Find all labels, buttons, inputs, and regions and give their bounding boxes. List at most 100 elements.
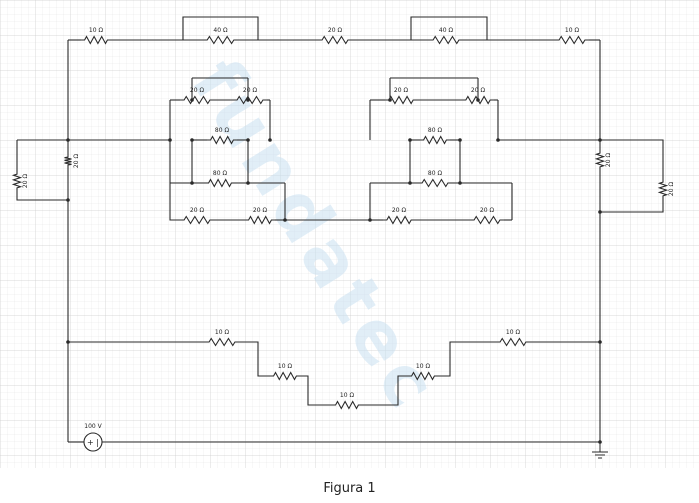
wire — [239, 341, 270, 377]
junction-dot — [598, 210, 602, 214]
junction-dot — [66, 198, 70, 202]
resistor-label: 80 Ω — [428, 127, 443, 134]
resistor-label: 20 Ω — [605, 153, 612, 168]
resistor-label: 80 Ω — [215, 127, 230, 134]
junction-dot — [66, 340, 70, 344]
resistor-zigzag — [594, 151, 606, 169]
resistor-label: 40 Ω — [439, 27, 454, 34]
resistor-label: 20 Ω — [394, 87, 409, 94]
junction-dot — [408, 181, 412, 185]
resistor-zigzag — [429, 35, 463, 45]
junction-dot — [283, 218, 287, 222]
resistor-r-lb-low-20-left: 20 Ω — [180, 207, 214, 225]
resistor-zigzag — [408, 371, 438, 381]
resistor-zigzag — [207, 135, 237, 145]
resistor-r-bot-2: 10 Ω — [270, 363, 300, 381]
junction-dot — [598, 138, 602, 142]
resistor-zigzag — [245, 215, 275, 225]
resistor-zigzag — [64, 155, 72, 167]
resistors: 10 Ω 40 Ω 20 Ω 40 Ω 10 Ω 20 Ω 20 Ω 80 Ω 80 Ω 20 Ω… — [11, 27, 675, 410]
resistor-label: 20 Ω — [243, 87, 258, 94]
junction-dot — [168, 138, 172, 142]
junction-dot — [190, 98, 194, 102]
wire — [182, 16, 259, 40]
resistor-zigzag — [11, 172, 23, 190]
resistor-zigzag — [233, 95, 267, 105]
resistor-r-rb-low-20-left: 20 Ω — [383, 207, 415, 225]
resistor-r-lb-80-a: 80 Ω — [207, 127, 237, 145]
resistor-label: 10 Ω — [89, 27, 104, 34]
resistor-r-right-rail-20: 20 Ω — [594, 151, 612, 169]
junction-dot — [388, 98, 392, 102]
resistor-r-left-rail-20: 20 Ω — [64, 154, 80, 169]
junction-dot — [190, 138, 194, 142]
resistor-zigzag — [383, 215, 415, 225]
resistor-r-lb-up-20-left: 20 Ω — [180, 87, 214, 105]
resistor-label: 20 Ω — [328, 27, 343, 34]
resistor-r-lb-up-20-right: 20 Ω — [233, 87, 267, 105]
wire — [16, 190, 68, 201]
resistor-r-top-mid-20: 20 Ω — [318, 27, 352, 45]
junction-dot — [246, 138, 250, 142]
junction-dot — [496, 138, 500, 142]
resistor-label: 10 Ω — [565, 27, 580, 34]
resistor-label: 40 Ω — [213, 27, 228, 34]
junction-dot — [246, 98, 250, 102]
wire — [438, 341, 496, 377]
resistor-r-rb-80-a: 80 Ω — [420, 127, 450, 145]
resistor-r-top-40-right: 40 Ω — [429, 27, 463, 45]
resistor-r-right-shunt-20: 20 Ω — [657, 180, 675, 198]
wires — [16, 16, 664, 443]
resistor-zigzag — [332, 400, 362, 410]
resistor-r-top-right-10: 10 Ω — [555, 27, 589, 45]
resistor-r-top-left-10: 10 Ω — [81, 27, 111, 45]
resistor-r-lb-low-20-right: 20 Ω — [245, 207, 275, 225]
wire — [362, 375, 408, 406]
junction-dot — [66, 138, 70, 142]
resistor-zigzag — [81, 35, 111, 45]
resistor-r-rb-low-20-right: 20 Ω — [470, 207, 504, 225]
resistor-zigzag — [420, 135, 450, 145]
resistor-label: 20 Ω — [471, 87, 486, 94]
resistor-label: 10 Ω — [215, 329, 230, 336]
junction-dot — [458, 138, 462, 142]
resistor-zigzag — [555, 35, 589, 45]
resistor-r-left-shunt-20: 20 Ω — [11, 172, 29, 190]
resistor-zigzag — [470, 215, 504, 225]
resistor-label: 10 Ω — [340, 392, 355, 399]
resistor-zigzag — [418, 178, 452, 188]
resistor-zigzag — [318, 35, 352, 45]
junction-dot — [268, 138, 272, 142]
junction-dot — [476, 98, 480, 102]
resistor-zigzag — [205, 337, 239, 347]
junction-dot — [246, 181, 250, 185]
junction-dot — [408, 138, 412, 142]
voltage-source-symbol: + | — [87, 438, 99, 447]
resistor-label: 20 Ω — [480, 207, 495, 214]
wire — [600, 139, 664, 180]
resistor-zigzag — [496, 337, 530, 347]
resistor-label: 10 Ω — [416, 363, 431, 370]
figure-caption: Figura 1 — [323, 481, 376, 496]
wire — [410, 16, 488, 40]
junction-dot — [598, 340, 602, 344]
junction-dot — [368, 218, 372, 222]
junction-dot — [190, 181, 194, 185]
resistor-label: 20 Ω — [392, 207, 407, 214]
voltage-source-value: 100 V — [84, 423, 102, 430]
junction-dots — [66, 98, 602, 444]
resistor-r-lb-80-b: 80 Ω — [205, 170, 235, 188]
resistor-r-bot-1: 10 Ω — [205, 329, 239, 347]
wire — [169, 183, 180, 221]
resistor-label: 10 Ω — [506, 329, 521, 336]
resistor-label: 80 Ω — [213, 170, 228, 177]
voltage-source: + | 100 V — [83, 423, 103, 452]
resistor-label: 20 Ω — [73, 154, 80, 169]
resistor-zigzag — [270, 371, 300, 381]
resistor-zigzag — [205, 178, 235, 188]
resistor-label: 20 Ω — [22, 174, 29, 189]
resistor-label: 20 Ω — [190, 87, 205, 94]
resistor-label: 20 Ω — [190, 207, 205, 214]
resistor-label: 20 Ω — [668, 182, 675, 197]
